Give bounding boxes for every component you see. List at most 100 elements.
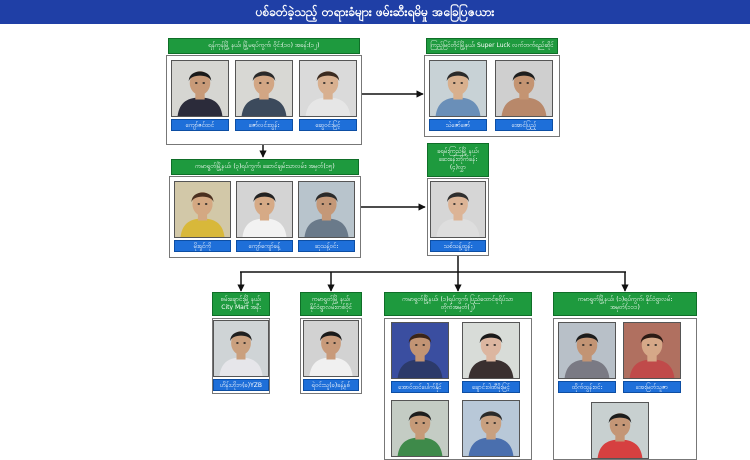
suspect-photo [298,181,355,238]
face [254,192,275,216]
face [253,71,275,95]
eye-right [202,82,206,84]
suspect-photo [462,322,520,379]
suspect-name-label: သစ်သန့်ထွန်း [430,240,486,252]
face [316,192,337,216]
suspect-name-label: ကျော်ဇင်ထင် [171,119,229,131]
face [189,71,211,95]
torso [242,218,287,237]
neck [236,350,246,360]
eye-right [589,344,593,346]
suspect-name-label: သဲဇော်ဇော် [429,119,487,131]
face [480,333,502,357]
hair [188,71,212,82]
eye-left [258,82,262,84]
hair [230,331,252,342]
torso [397,359,443,378]
hair [479,411,503,422]
suspect-photo [462,400,520,457]
suspect-name-label: ထိုက်ထွန်းဝင်း [558,381,616,393]
neck [326,350,336,360]
eye-left [326,342,329,344]
torso [629,359,675,378]
eye-left [322,82,326,84]
torso [468,437,514,456]
eye-right [526,82,530,84]
torso [304,218,349,237]
suspect-photo [495,60,553,117]
group-location-header: ကြည့်မြင်တိုင်မြို့နယ်၊ Super Luck လက်ဘက… [426,38,558,54]
hair [316,71,340,82]
eye-left [485,422,489,424]
eye-right [266,203,270,205]
group-location-header: ကမာရွတ်မြို့နယ်၊ (၁)ရပ်ကွက်၊ နိုင်ငံရွာလ… [553,292,697,316]
neck [415,352,425,362]
eye-left [321,203,325,205]
eye-left [581,344,585,346]
eye-left [646,344,650,346]
neck [582,352,592,362]
face [409,411,431,435]
suspect-photo [430,181,486,238]
hair [315,192,338,203]
hair [191,192,214,203]
torso [219,357,263,376]
eye-left [236,342,239,344]
torso [436,218,480,237]
group-location-header: ခရမ်းကြည်မြို့ နယ်၊ ဆေးခန်းတိုက်ခန်း (၄)… [427,143,489,177]
suspect-photo [429,60,487,117]
suspect-name-label: ကျော်ကျော်ခန့် [236,240,293,252]
hair [447,192,469,203]
group-location-header: ကမာရွတ်မြို့နယ်၊ (၃)ရပ်ကွက်၊ ဆောင်ချမ်းသ… [171,159,359,175]
neck [415,430,425,440]
suspect-name-label: ဆွေဝင်းမြင့် [299,119,357,131]
eye-left [414,422,418,424]
neck [453,90,463,100]
torso [501,97,547,116]
neck [486,430,496,440]
face [231,331,251,355]
eye-right [330,82,334,84]
face [480,411,502,435]
eye-left [197,203,201,205]
hair [575,333,599,344]
face [609,413,631,437]
group-location-header: ကမာရွတ်မြို့ နယ်၊ နိုင်ငံရွာလမ်းတစ်ဝိုင် [300,292,362,316]
torso [177,97,223,116]
eye-right [422,422,426,424]
suspect-photo [174,181,231,238]
suspect-photo [171,60,229,117]
face [317,71,339,95]
suspect-photo [391,322,449,379]
hair [640,333,664,344]
suspect-photo [591,402,649,459]
eye-right [460,203,463,205]
eye-right [493,344,497,346]
suspect-name-label: ဆုသန့်ဝင်း [298,240,355,252]
suspect-name-label: ဇော်လင်းထွန်း [235,119,293,131]
hair [446,71,470,82]
torso [305,97,351,116]
torso [468,359,514,378]
neck [647,352,657,362]
eye-left [453,203,456,205]
hair [408,333,432,344]
neck [519,90,529,100]
eye-left [414,344,418,346]
eye-left [452,82,456,84]
eye-right [622,424,626,426]
suspect-photo [235,60,293,117]
eye-left [485,344,489,346]
suspect-photo [623,322,681,379]
suspect-name-label: မိုးရှင်ကို [174,240,231,252]
face [409,333,431,357]
neck [615,432,625,442]
eye-left [194,82,198,84]
face [513,71,535,95]
neck [195,90,205,100]
eye-left [614,424,618,426]
eye-right [654,344,658,346]
eye-right [333,342,336,344]
torso [180,218,225,237]
eye-left [259,203,263,205]
